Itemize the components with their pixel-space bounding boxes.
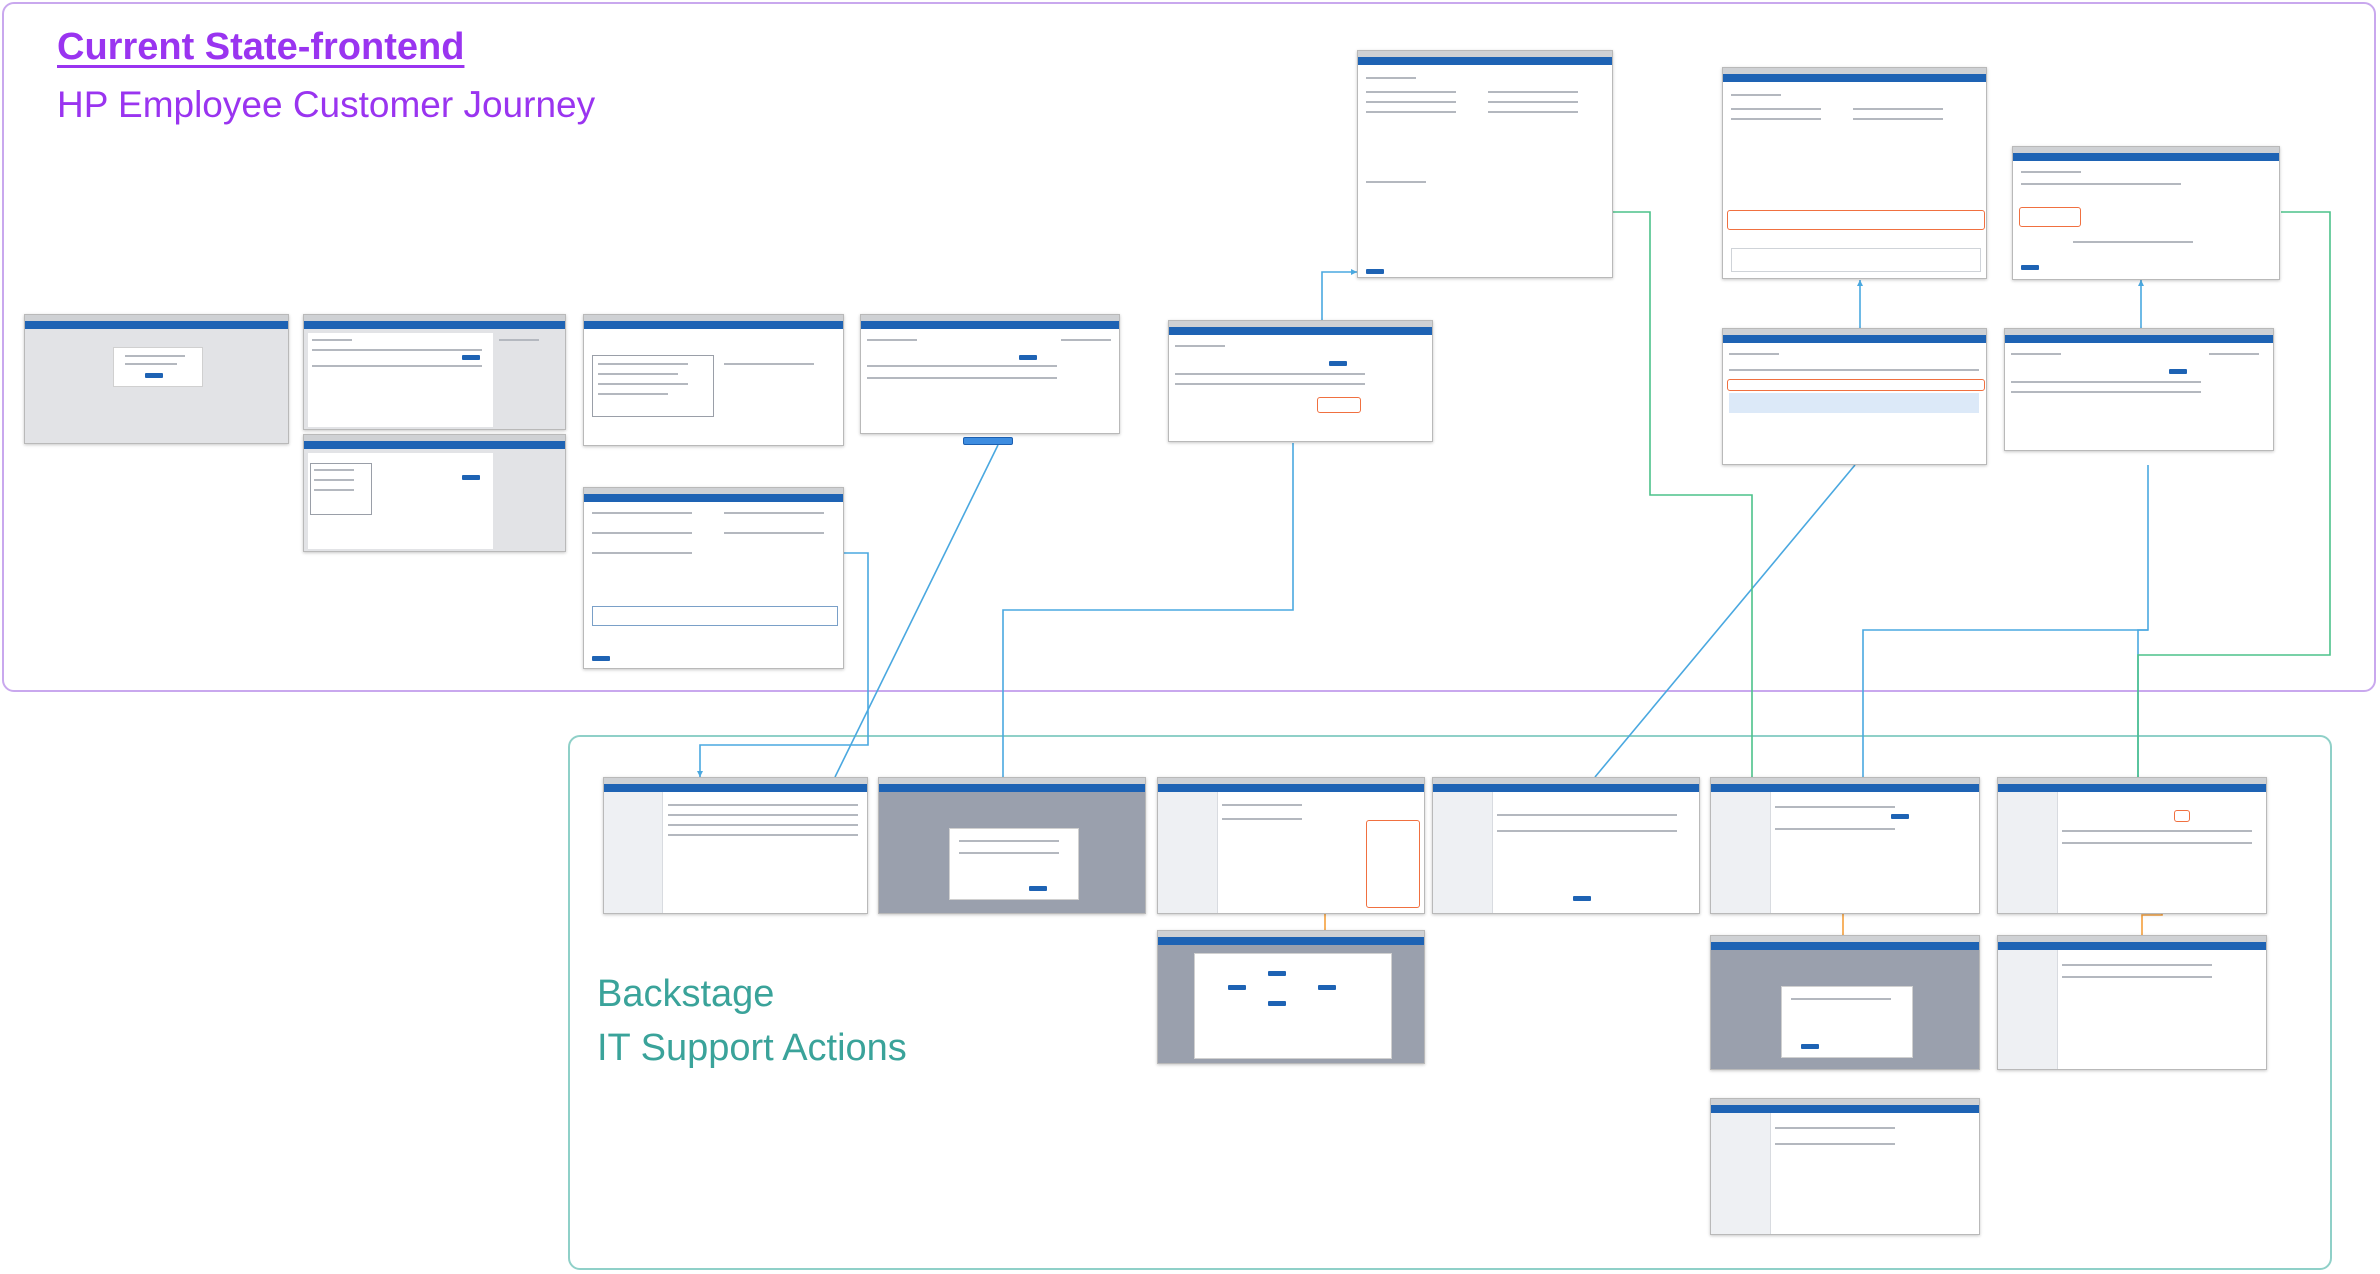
- screen-new-request-category: [583, 314, 844, 446]
- frontend-title: Current State-frontend: [57, 26, 465, 68]
- screen-workflow-diagram: [1157, 930, 1425, 1064]
- screen-ticket-list-status: [1997, 777, 2267, 914]
- connector-b9-f12: [2137, 629, 2148, 777]
- screen-request-list: [303, 314, 566, 430]
- screen-login: [24, 314, 289, 444]
- backstage-title: Backstage: [597, 973, 775, 1015]
- arrowhead: [1857, 280, 1863, 286]
- connector-f11-b9: [2137, 211, 2331, 777]
- backstage-subtitle: IT Support Actions: [597, 1027, 907, 1069]
- screen-request-detail-reply: [2012, 146, 2280, 280]
- arrowhead: [697, 771, 703, 777]
- submit-request-button[interactable]: [963, 437, 1013, 445]
- backstage-frame: [568, 735, 2332, 1270]
- screen-request-table-highlighted: [1722, 328, 1987, 465]
- screen-ticket-resolved: [1710, 1098, 1980, 1235]
- screen-request-detail-comment: [1722, 67, 1987, 279]
- screen-request-submitted: [860, 314, 1120, 434]
- connector-f5-b1: [699, 552, 869, 777]
- screen-ticket-editor: [1432, 777, 1700, 914]
- screen-ticket-dialog: [878, 777, 1146, 914]
- screen-ticket-assign: [1710, 777, 1980, 914]
- connector-b3-f7: [1002, 443, 1294, 777]
- arrowhead: [1351, 269, 1357, 275]
- frontend-journey-frame: [2, 2, 2376, 692]
- connector-b6-f10: [1862, 465, 2149, 777]
- connector-b5-f10: [1594, 464, 1856, 778]
- screen-ticket-queue: [603, 777, 868, 914]
- screen-request-list-dropdown: [303, 434, 566, 552]
- screen-request-list-updated: [1168, 320, 1433, 442]
- screen-ticket-reply-dialog: [1710, 935, 1980, 1070]
- screen-ticket-history: [1997, 935, 2267, 1070]
- connector-f7-f8: [1321, 271, 1357, 320]
- screen-ticket-detail: [1157, 777, 1425, 914]
- screen-new-request-form: [583, 487, 844, 669]
- screen-request-detail: [1357, 50, 1613, 278]
- connector-f6-b1: [834, 444, 999, 778]
- connector-f8-b6: [1608, 211, 1753, 777]
- frontend-subtitle: HP Employee Customer Journey: [57, 84, 596, 125]
- arrowhead: [2138, 280, 2144, 286]
- screen-request-list-closed: [2004, 328, 2274, 451]
